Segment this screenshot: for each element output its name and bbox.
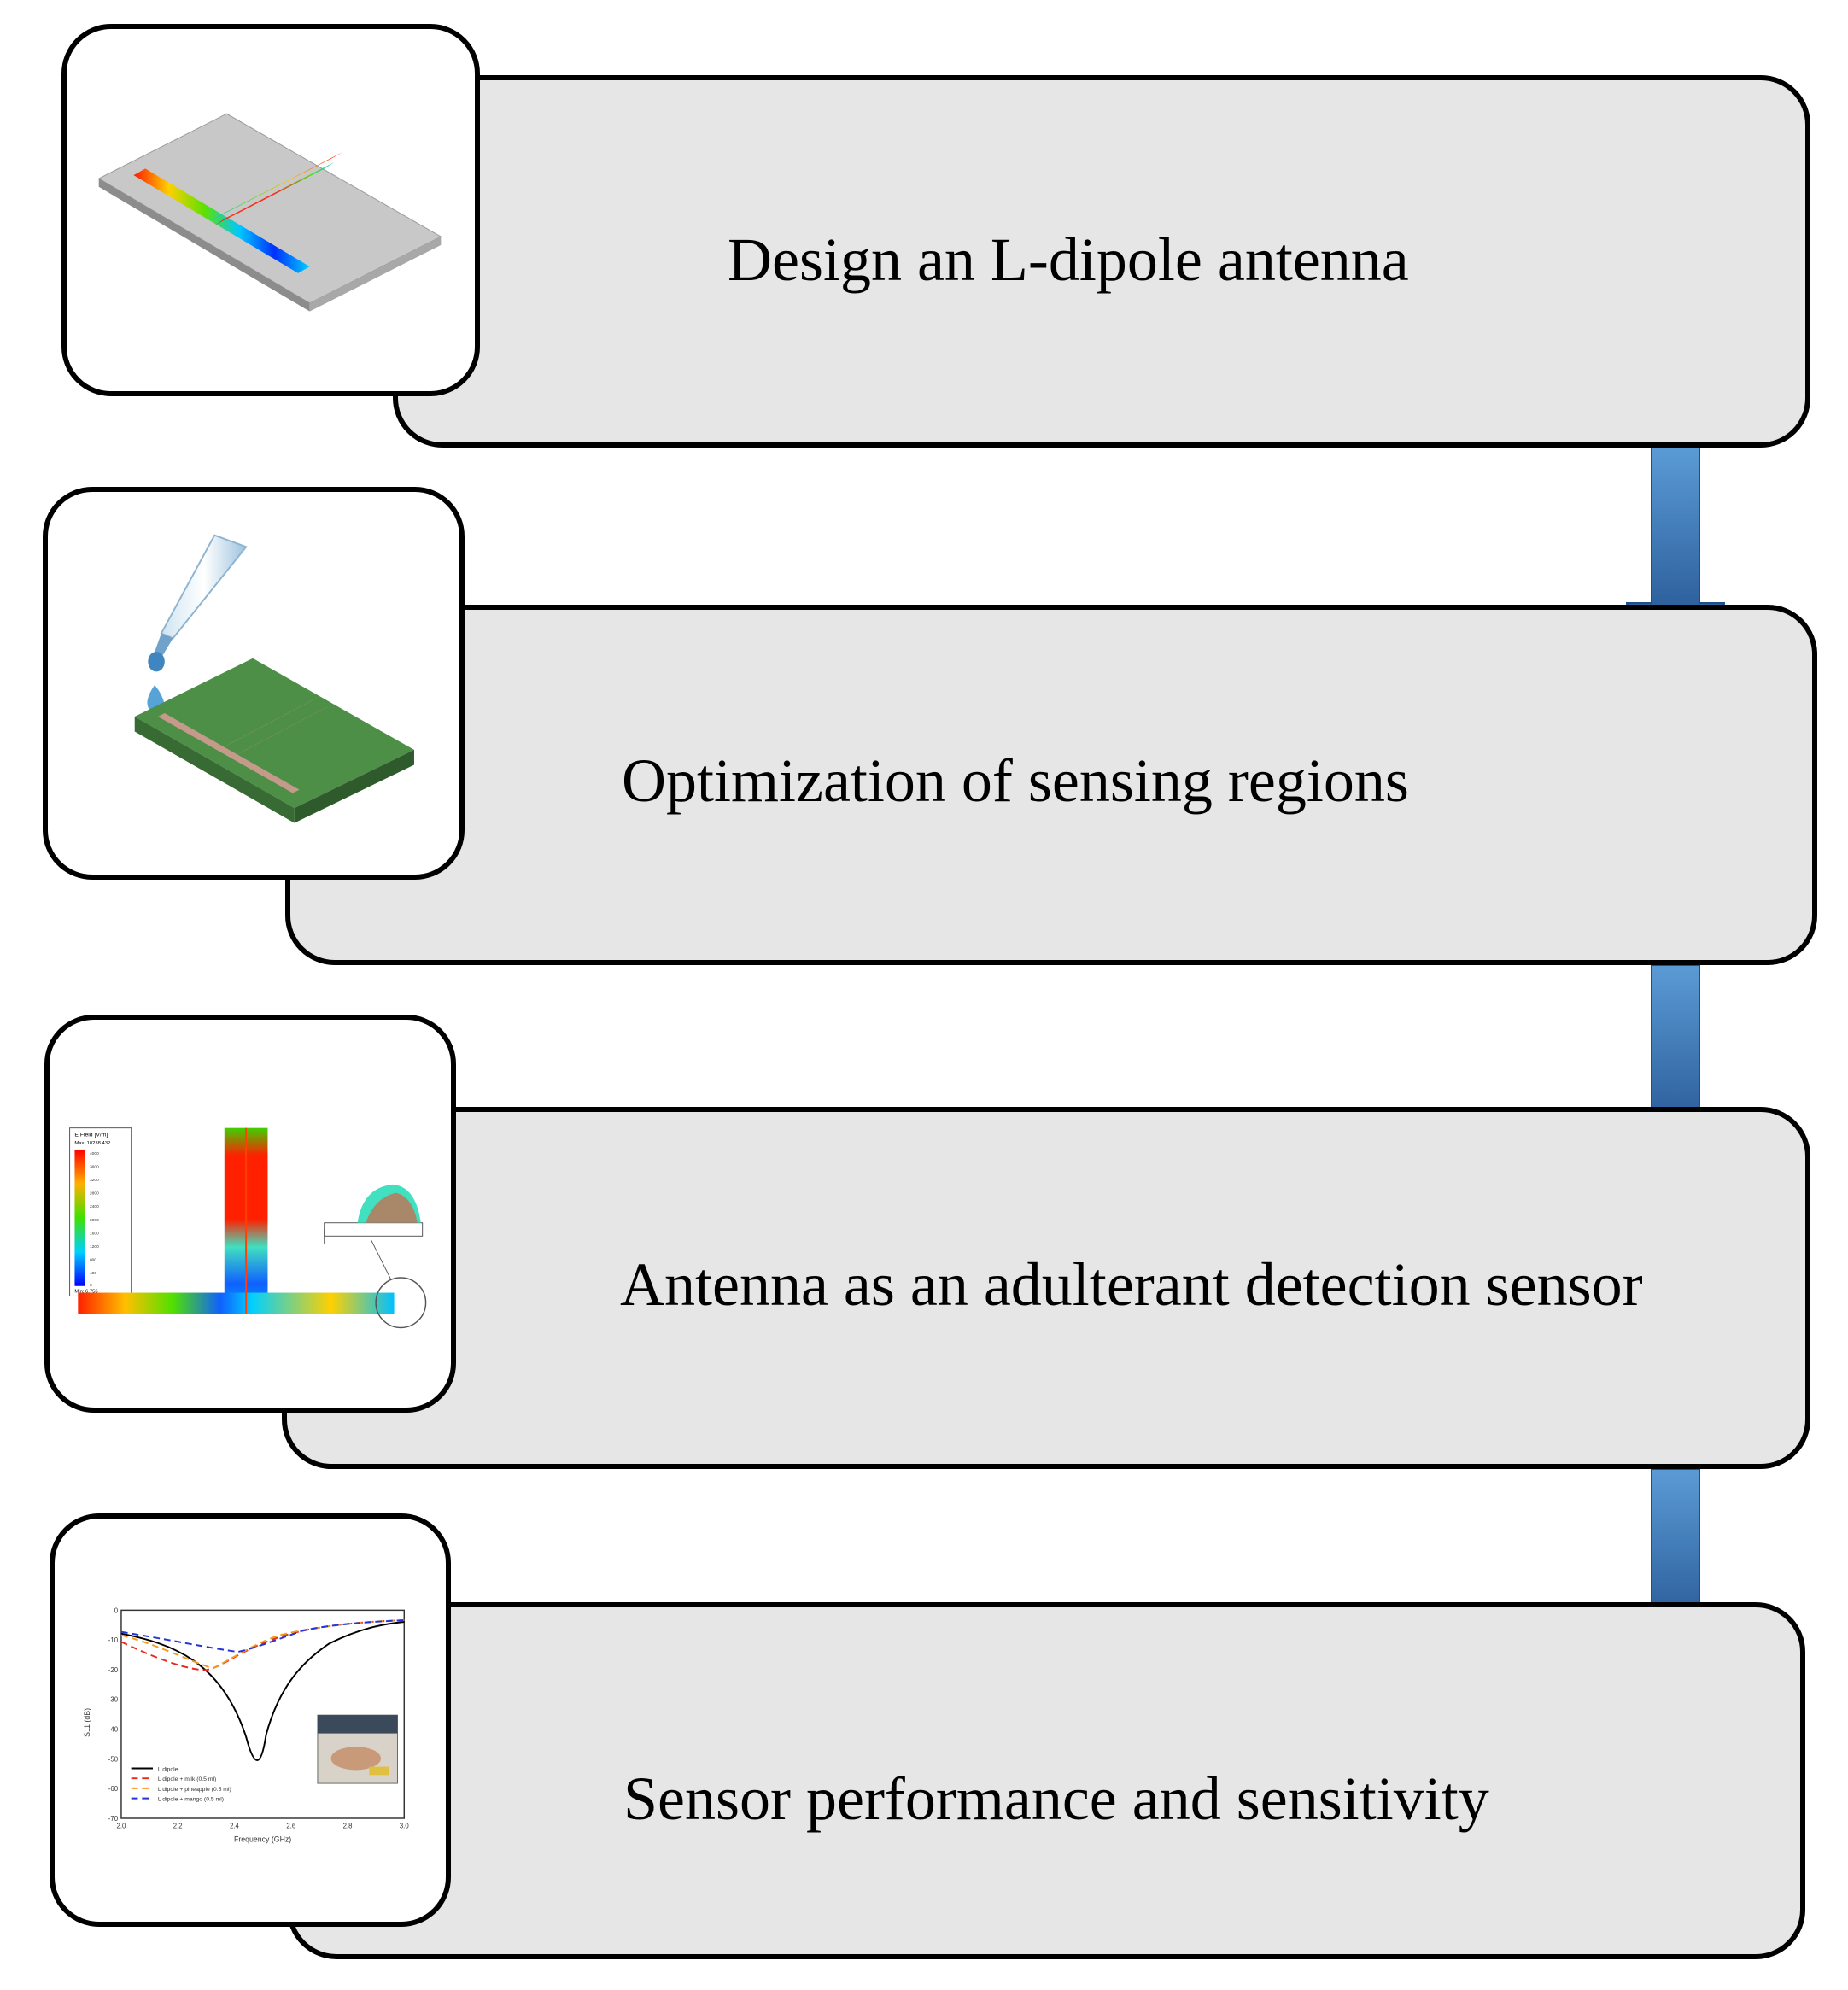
s11-legend-label: L dipole + milk (0.5 ml) bbox=[158, 1776, 216, 1782]
efield-tick: 2400 bbox=[90, 1204, 99, 1209]
efield-legend-title: E Field [V/m] bbox=[74, 1132, 108, 1138]
stage-2-label: Optimization of sensing regions bbox=[622, 746, 1409, 815]
s11-ytick-label: 0 bbox=[114, 1607, 119, 1614]
s11-xtick-label: 2.2 bbox=[173, 1823, 183, 1830]
s11-ytick-label: -60 bbox=[108, 1785, 119, 1793]
efield-tick: 800 bbox=[90, 1258, 96, 1263]
s11-ytick-label: -40 bbox=[108, 1726, 119, 1734]
s11-xtick-label: 2.6 bbox=[286, 1823, 295, 1830]
s11-ytick-label: -20 bbox=[108, 1666, 119, 1674]
stage-3-box bbox=[282, 1107, 1810, 1469]
e-field-distribution-map-icon: E Field [V/m] Max: 10238.432 4000 3600 3… bbox=[69, 1127, 427, 1329]
efield-tick: 2000 bbox=[90, 1218, 99, 1223]
efield-tick: 4000 bbox=[90, 1151, 99, 1156]
efield-tick: 0 bbox=[90, 1283, 92, 1288]
s11-ytick-label: -70 bbox=[108, 1815, 119, 1823]
stage-2-thumbnail bbox=[43, 487, 465, 880]
efield-legend-min: Min: 6.756 bbox=[74, 1290, 97, 1295]
efield-tick: 3200 bbox=[90, 1178, 99, 1183]
s11-xtick-label: 2.4 bbox=[230, 1823, 239, 1830]
s11-xlabel: Frequency (GHz) bbox=[234, 1835, 291, 1843]
s11-series-line bbox=[120, 1619, 405, 1653]
s11-xtick-label: 3.0 bbox=[400, 1823, 409, 1830]
pipette-dropping-on-antenna-board-icon bbox=[134, 534, 414, 823]
l-dipole-antenna-field-render-icon bbox=[97, 113, 442, 312]
s11-legend-label: L dipole + pineapple (0.5 ml) bbox=[158, 1787, 231, 1793]
s11-legend-label: L dipole + mango (0.5 ml) bbox=[158, 1797, 224, 1803]
s11-xtick-label: 2.8 bbox=[343, 1823, 353, 1830]
stage-4-box bbox=[287, 1602, 1805, 1959]
efield-tick: 400 bbox=[90, 1271, 96, 1276]
s11-ytick-label: -10 bbox=[108, 1636, 119, 1644]
s11-xtick-label: 2.0 bbox=[117, 1823, 126, 1830]
efield-tick: 3600 bbox=[90, 1164, 99, 1169]
stage-3-label: Antenna as an adulterant detection senso… bbox=[620, 1250, 1643, 1319]
s11-series-line bbox=[120, 1619, 405, 1670]
s11-ytick-label: -30 bbox=[108, 1696, 119, 1704]
s11-frequency-response-plot-icon: 2.0 2.2 2.4 2.6 2.8 3.0 0 -10 -20 -30 -40 -50 -60 -70… bbox=[83, 1607, 409, 1843]
s11-series-line bbox=[120, 1619, 405, 1671]
stage-3-thumbnail: E Field [V/m] Max: 10238.432 4000 3600 3… bbox=[44, 1015, 456, 1413]
s11-legend-label: L dipole bbox=[158, 1766, 178, 1772]
stage-1-thumbnail bbox=[61, 24, 480, 396]
stage-4-thumbnail: 2.0 2.2 2.4 2.6 2.8 3.0 0 -10 -20 -30 -40 -50 -60 -70… bbox=[50, 1513, 451, 1927]
stage-4-label: Sensor performance and sensitivity bbox=[623, 1765, 1489, 1833]
s11-series-line bbox=[120, 1621, 405, 1761]
stage-2-box bbox=[285, 605, 1817, 965]
s11-ytick-label: -50 bbox=[108, 1755, 119, 1763]
stage-1-box bbox=[393, 75, 1810, 448]
s11-ylabel: S11 (dB) bbox=[83, 1708, 91, 1737]
stage-1-label: Design an L-dipole antenna bbox=[728, 225, 1409, 294]
efield-tick: 2800 bbox=[90, 1191, 99, 1197]
efield-tick: 1200 bbox=[90, 1244, 99, 1250]
efield-legend-max: Max: 10238.432 bbox=[74, 1141, 110, 1146]
efield-tick: 1600 bbox=[90, 1231, 99, 1236]
